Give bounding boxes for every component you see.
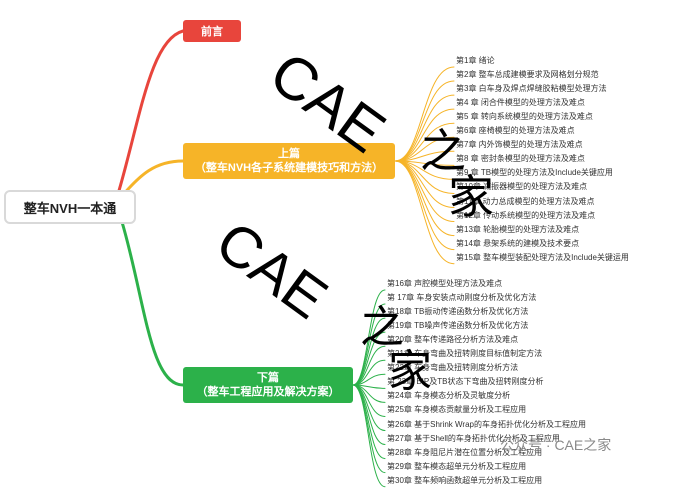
part1-node[interactable]: 上篇 （整车NVH各子系统建模技巧和方法）: [183, 143, 395, 179]
part2-chapter-12[interactable]: 第27章 基于Shell的车身拓扑优化分析及工程应用: [387, 433, 560, 443]
part2-chapter-11[interactable]: 第26章 基于Shrink Wrap的车身拓扑优化分析及工程应用: [387, 419, 586, 429]
part2-node[interactable]: 下篇 （整车工程应用及解决方案）: [183, 367, 353, 403]
part1-chapter-15[interactable]: 第15章 整车模型装配处理方法及Include关键运用: [456, 252, 629, 262]
part2-chapter-8[interactable]: 第 23章 BIP及TB状态下弯曲及扭转刚度分析: [387, 377, 544, 387]
part1-chapter-link-2: [394, 80, 455, 162]
part1-title: 上篇: [278, 148, 300, 160]
part2-chapter-link-15: [352, 384, 386, 488]
part1-chapter-7[interactable]: 第7章 内外饰模型的处理方法及难点: [456, 140, 583, 150]
root-node[interactable]: 整车NVH一本通: [4, 190, 136, 224]
part2-subtitle: （整车工程应用及解决方案）: [196, 386, 340, 398]
part1-chapter-link-11: [394, 160, 455, 208]
part1-chapter-link-13: [394, 160, 455, 237]
part2-chapter-10[interactable]: 第25章 车身模态贡献量分析及工程应用: [387, 405, 527, 415]
part1-chapter-6[interactable]: 第6章 座椅模型的处理方法及难点: [456, 126, 575, 136]
part1-chapter-9[interactable]: 第9 章 TB模型的处理方法及Include关键应用: [456, 168, 613, 178]
part2-chapter-3[interactable]: 第18章 TB振动传递函数分析及优化方法: [387, 307, 529, 317]
part1-chapter-4[interactable]: 第4 章 闭合件模型的处理方法及难点: [456, 98, 585, 108]
part1-chapter-14[interactable]: 第14章 悬架系统的建模及技术要点: [456, 238, 580, 248]
part1-chapter-link-14: [394, 160, 455, 251]
part2-chapter-9[interactable]: 第24章 车身模态分析及灵敏度分析: [387, 391, 511, 401]
part1-chapter-3[interactable]: 第3章 白车身及焊点焊缝胶粘模型处理方法: [456, 84, 607, 94]
part1-chapter-5[interactable]: 第5 章 转向系统模型的处理方法及难点: [456, 112, 593, 122]
source-credit: 公众号 · CAE之家: [500, 437, 612, 453]
part1-chapter-1[interactable]: 第1章 绪论: [456, 56, 495, 65]
part2-chapter-7[interactable]: 第22章 车身弯曲及扭转刚度分析方法: [387, 363, 519, 373]
part2-chapter-link-2: [352, 303, 386, 386]
branch-link-preface: [116, 29, 185, 196]
part1-chapter-link-4: [394, 108, 455, 162]
part2-chapter-1[interactable]: 第16章 声腔模型处理方法及难点: [387, 279, 503, 288]
part2-chapter-6[interactable]: 第21章 车身弯曲及扭转刚度目标值制定方法: [387, 349, 543, 359]
part1-chapter-link-12: [394, 160, 455, 223]
part1-chapter-link-15: [394, 160, 455, 265]
part1-chapter-11[interactable]: 第11章 动力总成模型的处理方法及难点: [456, 196, 595, 206]
part1-chapter-link-3: [394, 94, 455, 162]
root-label: 整车NVH一本通: [23, 200, 117, 216]
branch-link-part2: [120, 220, 185, 387]
part2-chapter-15[interactable]: 第30章 整车频响函数超单元分析及工程应用: [387, 475, 543, 485]
part1-chapter-8[interactable]: 第8 章 密封条模型的处理方法及难点: [456, 154, 585, 164]
part2-chapter-13[interactable]: 第28章 车身阻尼片潜在位置分析及工程应用: [387, 447, 543, 457]
part2-chapter-2[interactable]: 第 17章 车身安装点动刚度分析及优化方法: [387, 293, 537, 303]
part2-chapter-link-1: [352, 289, 386, 386]
part1-subtitle: （整车NVH各子系统建模技巧和方法）: [194, 162, 384, 174]
part2-chapter-5[interactable]: 第20章 整车传递路径分析方法及难点: [387, 335, 519, 345]
part1-chapter-link-1: [394, 66, 455, 162]
part1-chapter-2[interactable]: 第2章 整车总成建模要求及网格划分规范: [456, 70, 599, 80]
part1-chapter-12[interactable]: 第12章 传动系统模型的处理方法及难点: [456, 210, 596, 220]
part1-chapter-13[interactable]: 第13章 轮胎模型的处理方法及难点: [456, 224, 580, 234]
part2-chapter-4[interactable]: 第19章 TB噪声传递函数分析及优化方法: [387, 321, 529, 331]
part2-chapter-link-13: [352, 384, 386, 460]
preface-label: 前言: [201, 26, 223, 38]
part1-chapter-10[interactable]: 第10章 减振器模型的处理方法及难点: [456, 182, 588, 192]
part2-chapter-14[interactable]: 第29章 整车模态超单元分析及工程应用: [387, 461, 527, 471]
preface-node[interactable]: 前言: [183, 20, 241, 42]
part2-title: 下篇: [257, 372, 279, 384]
